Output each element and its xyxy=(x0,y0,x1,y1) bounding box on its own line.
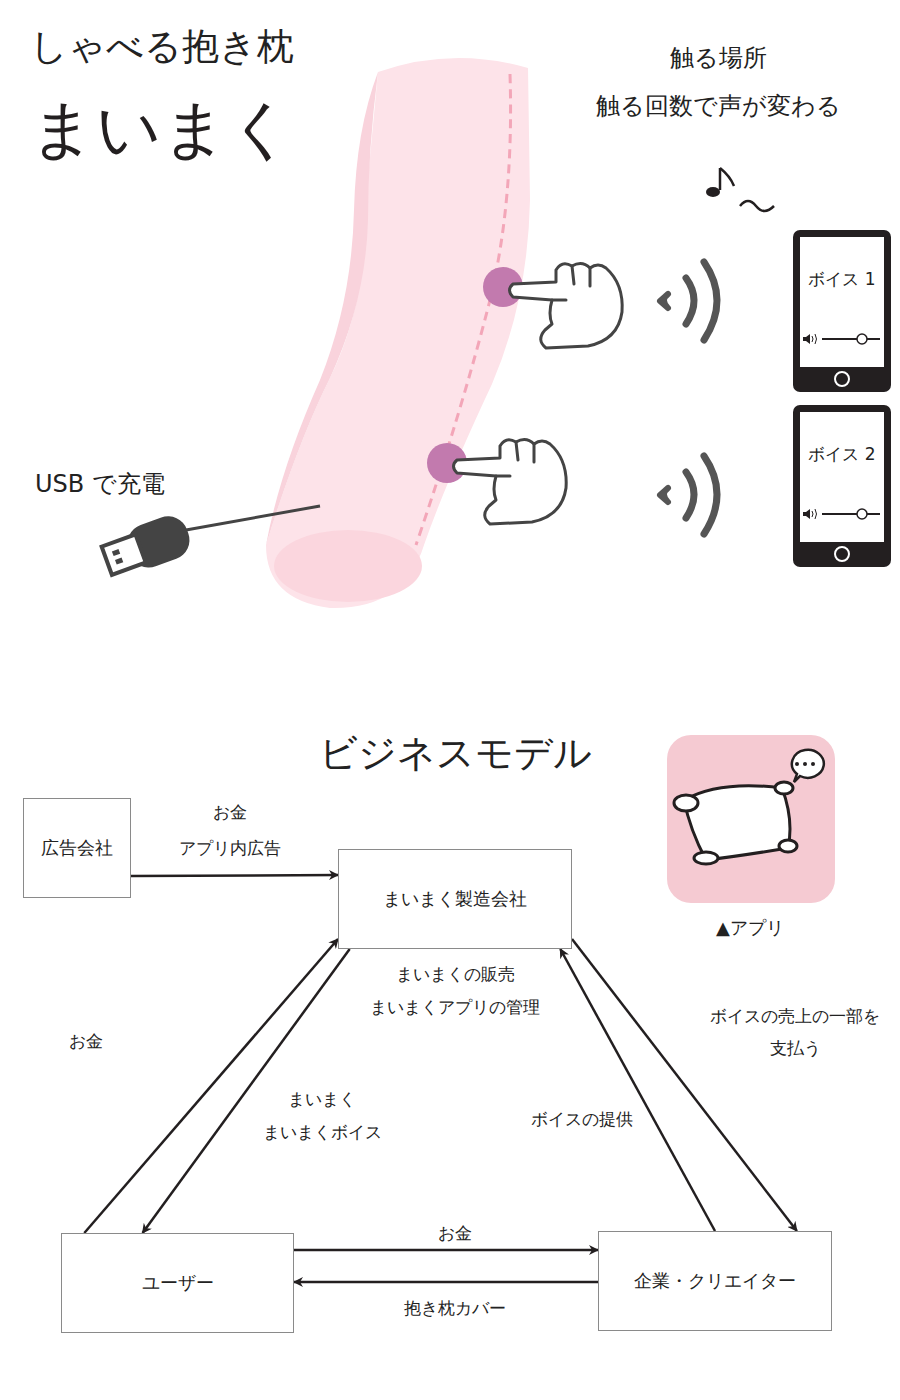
box-text: まいまく製造会社 xyxy=(383,887,527,911)
note-label: USB で充電 xyxy=(35,468,165,500)
title-text: まいまく xyxy=(30,86,294,173)
flow-arrow xyxy=(294,1281,598,1284)
entity-box: 企業・クリエイター xyxy=(598,1231,832,1331)
box-text: ユーザー xyxy=(142,1271,214,1295)
entity-box: まいまく製造会社 xyxy=(338,849,572,949)
note-label: 触る回数で声が変わる xyxy=(596,90,841,122)
flow-arrow xyxy=(294,1249,598,1252)
note-label: ▲アプリ xyxy=(716,916,784,940)
edge-label: お金 xyxy=(66,1030,106,1053)
edge-label: お金 xyxy=(435,1222,475,1245)
phone-screen: ボイス 1 xyxy=(793,230,891,392)
box-text: 広告会社 xyxy=(41,836,113,860)
edge-label: まいまく まいまくボイス xyxy=(254,1083,390,1149)
note-label: ビジネスモデル xyxy=(319,728,592,779)
phone-screen: ボイス 2 xyxy=(793,405,891,567)
edge-label: 抱き枕カバー xyxy=(401,1297,509,1320)
note-label: まいまくの販売 まいまくアプリの管理 xyxy=(340,958,570,1024)
voice-name: ボイス 2 xyxy=(808,443,875,466)
edge-label: ボイスの提供 xyxy=(528,1108,636,1131)
flow-arrow xyxy=(560,949,715,1231)
flow-arrow xyxy=(572,939,797,1231)
entity-box: ユーザー xyxy=(61,1233,294,1333)
flow-arrow xyxy=(131,875,338,876)
voice-name: ボイス 1 xyxy=(808,268,875,291)
entity-box: 広告会社 xyxy=(23,798,131,898)
note-label: しゃべる抱き枕 xyxy=(30,22,294,72)
edge-label: お金 アプリ内広告 xyxy=(162,794,298,866)
flow-arrow xyxy=(84,939,338,1233)
box-text: 企業・クリエイター xyxy=(634,1269,796,1293)
note-label: 触る場所 xyxy=(670,42,767,74)
edge-label: ボイスの売上の一部を 支払う xyxy=(692,1000,898,1064)
